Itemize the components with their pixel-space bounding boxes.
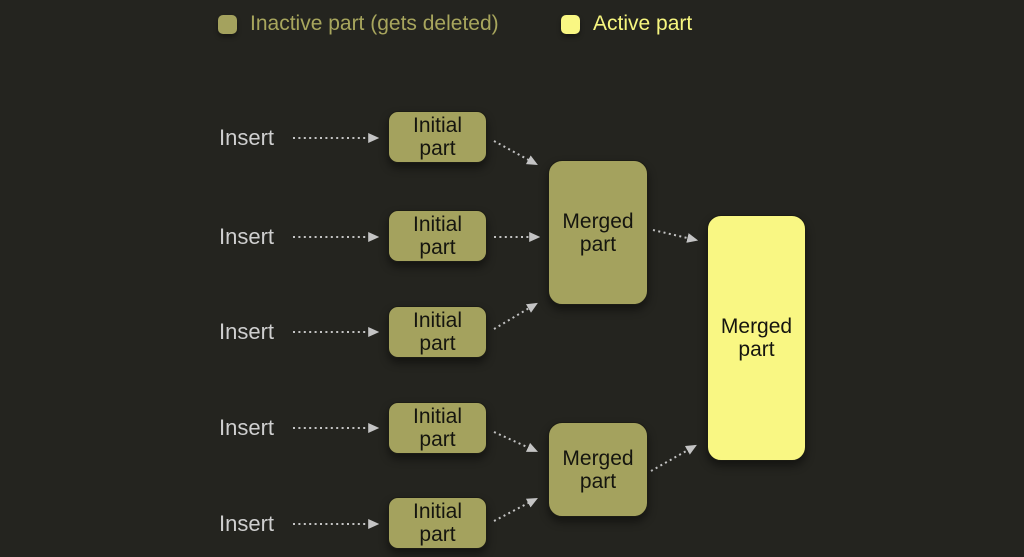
arrow-initial4-mergedbottom <box>493 431 539 452</box>
initial-part-label: Initial part <box>412 500 463 546</box>
arrow-initial3-mergedtop <box>493 302 538 330</box>
arrow-initial1-mergedtop <box>493 140 538 166</box>
merged-part-label: Merged part <box>562 446 634 493</box>
initial-part-label: Initial part <box>412 309 463 355</box>
merged-part-label: Merged part <box>562 209 634 256</box>
arrow-initial5-mergedbottom <box>493 497 538 522</box>
insert-label-4: Insert <box>219 415 275 440</box>
legend-active-label: Active part <box>593 12 693 35</box>
initial-part-label: Initial part <box>412 405 463 451</box>
arrow-mergedbottom-final <box>650 444 697 472</box>
initial-part-label: Initial part <box>412 213 463 259</box>
merged-part-box-final-active: Merged part <box>707 215 806 461</box>
legend-inactive-label: Inactive part (gets deleted) <box>250 12 499 35</box>
arrow-mergedtop-final <box>652 229 699 243</box>
merged-part-label: Merged part <box>720 315 793 361</box>
initial-part-box-1: Initial part <box>388 111 487 163</box>
insert-label-5: Insert <box>219 511 275 536</box>
insert-label-2: Insert <box>219 224 275 249</box>
merged-part-box-bottom: Merged part <box>548 422 648 517</box>
insert-label-3: Insert <box>219 319 275 344</box>
initial-part-box-4: Initial part <box>388 402 487 454</box>
initial-part-box-2: Initial part <box>388 210 487 262</box>
merged-part-box-top: Merged part <box>548 160 648 305</box>
legend-item-active: Active part <box>561 11 692 37</box>
legend-item-inactive: Inactive part (gets deleted) <box>218 11 499 37</box>
initial-part-label: Initial part <box>412 114 463 160</box>
inactive-part-swatch-icon <box>218 14 237 34</box>
active-part-swatch-icon <box>561 14 580 34</box>
initial-part-box-5: Initial part <box>388 497 487 549</box>
insert-label-1: Insert <box>219 125 275 150</box>
initial-part-box-3: Initial part <box>388 306 487 358</box>
